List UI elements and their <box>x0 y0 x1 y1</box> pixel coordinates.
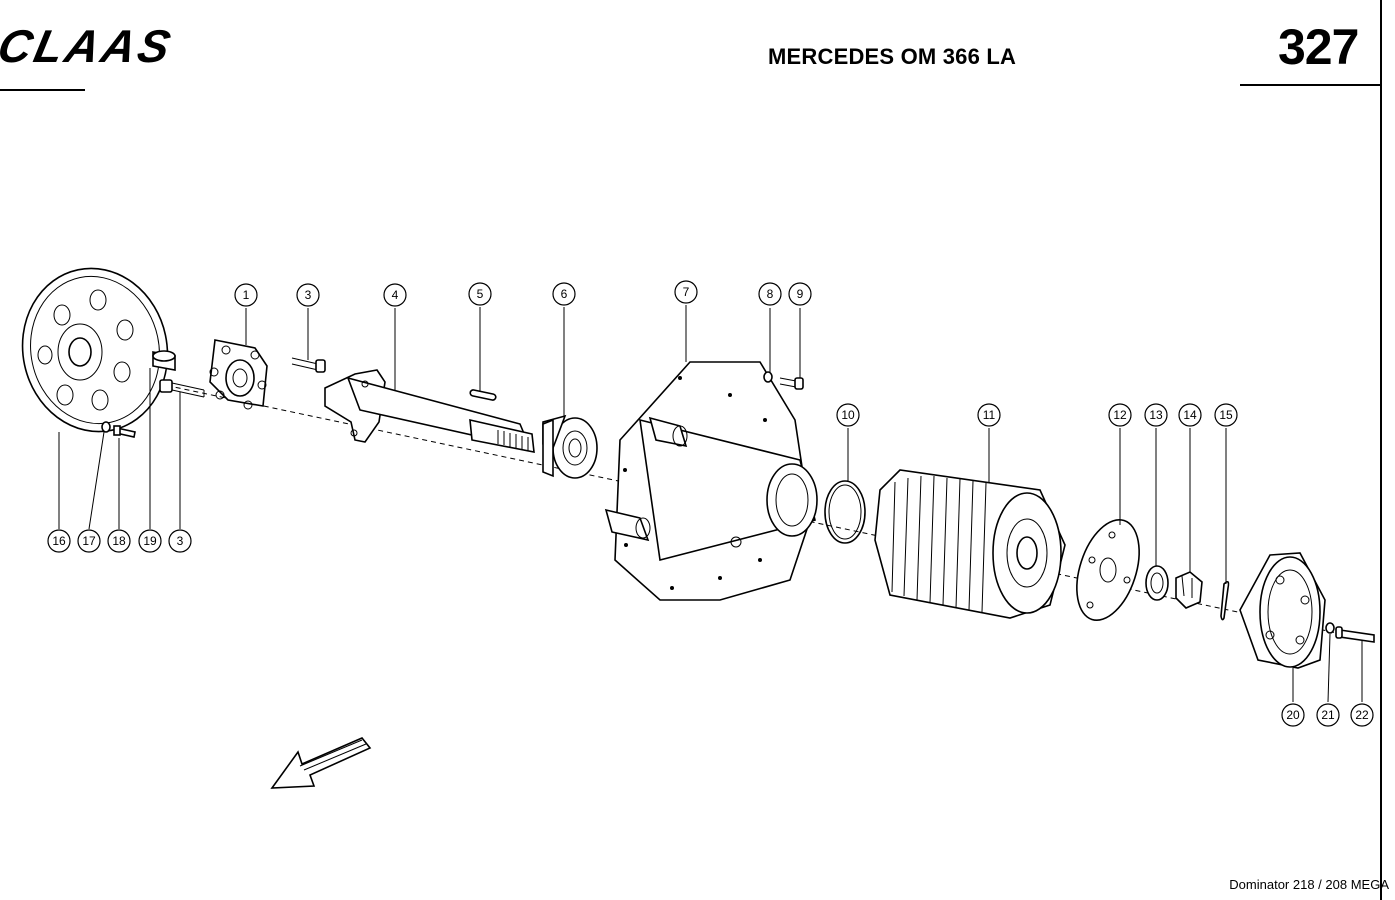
callout-3-upper: 3 <box>296 283 320 307</box>
callout-6: 6 <box>552 282 576 306</box>
callout-label: 5 <box>477 287 484 301</box>
part-18-screw <box>113 425 136 438</box>
page-number: 327 <box>1278 19 1359 75</box>
part-12-plate <box>1076 518 1140 622</box>
callout-label: 4 <box>392 288 399 302</box>
part-11-pulley <box>874 469 1066 619</box>
callout-label: 13 <box>1149 408 1163 422</box>
callout-label: 14 <box>1183 408 1197 422</box>
part-3-screw-upper <box>291 357 326 373</box>
callout-label: 17 <box>82 534 96 548</box>
part-10-snap-ring <box>824 480 866 544</box>
callout-label: 16 <box>52 534 66 548</box>
callout-label: 15 <box>1219 408 1233 422</box>
callout-label: 12 <box>1113 408 1127 422</box>
header-rule-right <box>1240 84 1380 86</box>
callout-label: 1 <box>243 288 250 302</box>
callout-20: 20 <box>1281 703 1305 727</box>
callout-9: 9 <box>788 282 812 306</box>
callout-label: 22 <box>1355 708 1369 722</box>
callout-18: 18 <box>107 529 131 553</box>
part-8-washer <box>763 371 773 383</box>
callout-label: 21 <box>1321 708 1335 722</box>
callout-14: 14 <box>1178 403 1202 427</box>
brand-text: CLAAS <box>0 22 178 72</box>
callout-19: 19 <box>138 529 162 553</box>
callout-8: 8 <box>758 282 782 306</box>
part-15-cotter-pin <box>1220 580 1230 621</box>
callout-5: 5 <box>468 282 492 306</box>
callout-10: 10 <box>836 403 860 427</box>
callout-label: 8 <box>767 287 774 301</box>
callout-15: 15 <box>1214 403 1238 427</box>
part-3-bolt-lower <box>159 379 205 398</box>
callout-21: 21 <box>1316 703 1340 727</box>
callout-label: 20 <box>1286 708 1300 722</box>
callout-label: 19 <box>143 534 157 548</box>
callout-label: 3 <box>305 288 312 302</box>
part-9-screw <box>779 377 804 390</box>
part-14-castle-nut <box>1175 571 1203 609</box>
callout-label: 11 <box>983 408 996 422</box>
part-5-key <box>469 389 497 401</box>
callout-1: 1 <box>234 283 258 307</box>
part-13-washer <box>1145 565 1169 601</box>
callout-13: 13 <box>1144 403 1168 427</box>
part-6-bearing <box>542 414 598 479</box>
callout-12: 12 <box>1108 403 1132 427</box>
callout-11: 11 <box>977 403 1001 427</box>
callout-17: 17 <box>77 529 101 553</box>
part-22-bolt <box>1335 626 1375 643</box>
part-19-bushing <box>152 350 176 371</box>
callout-label: 3 <box>177 534 184 548</box>
claas-logo: CLAAS <box>0 20 232 77</box>
page-border-right <box>1380 0 1382 900</box>
callout-label: 10 <box>841 408 855 422</box>
part-4-shaft <box>324 369 535 453</box>
callout-22: 22 <box>1350 703 1374 727</box>
part-1-coupling <box>209 339 268 410</box>
callout-7: 7 <box>674 280 698 304</box>
callout-label: 7 <box>683 285 690 299</box>
part-17-washer <box>101 421 111 433</box>
header-rule-left <box>0 89 85 91</box>
footer-model: Dominator 218 / 208 MEGA <box>1229 877 1389 892</box>
page-title: MERCEDES OM 366 LA <box>768 44 1017 69</box>
part-7-housing <box>604 361 818 601</box>
callout-label: 9 <box>797 287 804 301</box>
part-16-drive-plate <box>21 267 169 433</box>
part-21-washer <box>1325 622 1335 634</box>
callout-label: 6 <box>561 287 568 301</box>
direction-arrow <box>270 737 372 789</box>
callout-16: 16 <box>47 529 71 553</box>
leader-lines <box>58 305 1363 703</box>
callout-label: 18 <box>112 534 126 548</box>
part-20-pulley-half <box>1239 552 1326 669</box>
callout-3-lower: 3 <box>168 529 192 553</box>
callout-4: 4 <box>383 283 407 307</box>
